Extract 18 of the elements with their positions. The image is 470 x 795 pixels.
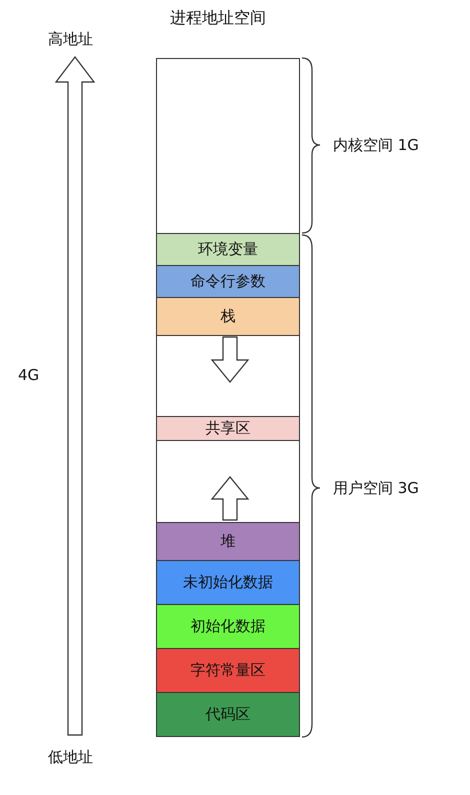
memory-region: [156, 335, 300, 417]
bracket-label: 用户空间 3G: [333, 479, 419, 498]
address-label: 高地址: [48, 30, 93, 49]
address-label: 低地址: [48, 748, 93, 767]
memory-segment: 堆: [156, 522, 300, 561]
memory-segment: 栈: [156, 297, 300, 336]
memory-segment: 环境变量: [156, 233, 300, 266]
memory-segment: 初始化数据: [156, 604, 300, 649]
memory-segment: 字符常量区: [156, 648, 300, 693]
size-label: 4G: [18, 366, 40, 384]
memory-region: [156, 58, 300, 234]
memory-segment: 未初始化数据: [156, 560, 300, 605]
memory-region: [156, 440, 300, 523]
memory-segment: 命令行参数: [156, 265, 300, 298]
diagram-title: 进程地址空间: [170, 8, 266, 29]
memory-segment: 代码区: [156, 692, 300, 737]
bracket-label: 内核空间 1G: [333, 136, 419, 155]
memory-segment: 共享区: [156, 416, 300, 441]
